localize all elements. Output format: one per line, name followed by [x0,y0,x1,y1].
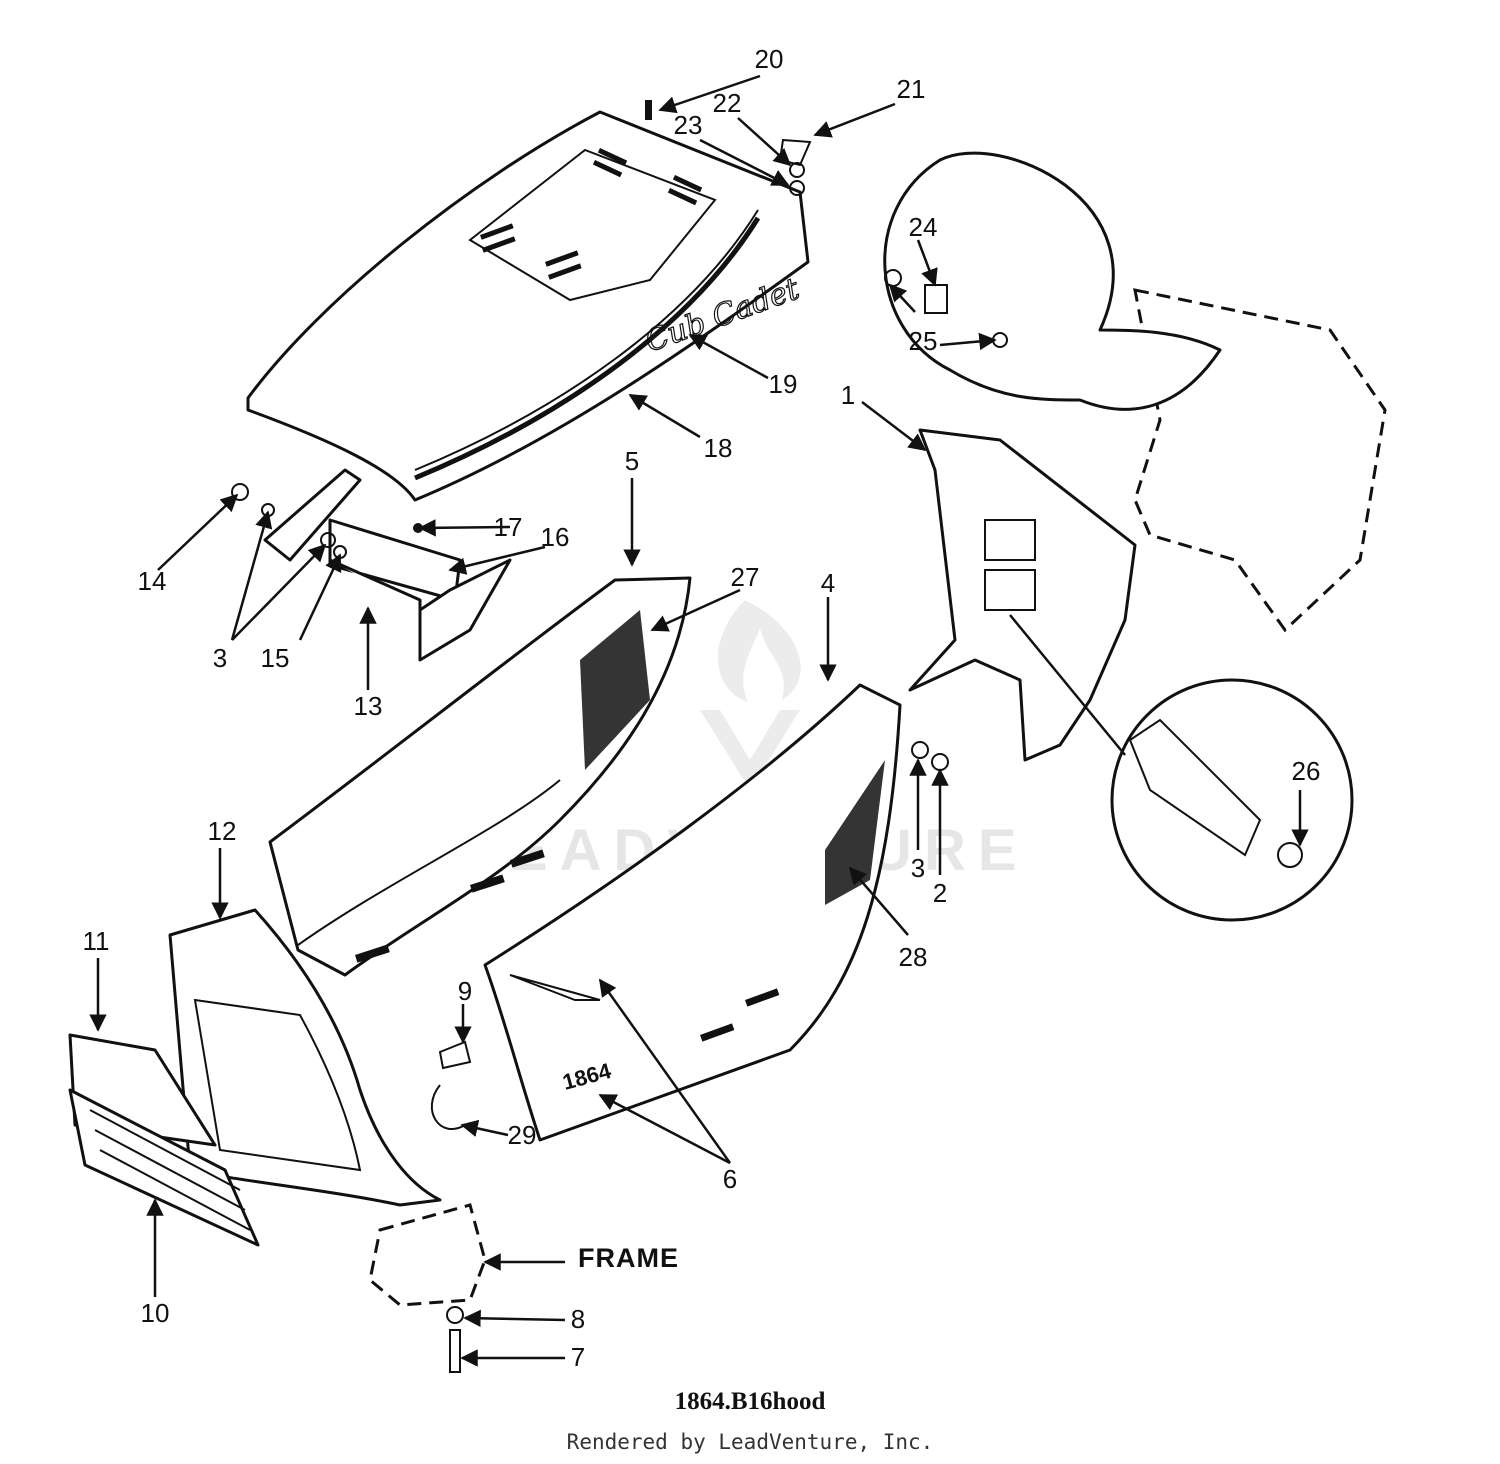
callout-4: 4 [821,568,835,598]
grille-frame [168,908,442,1207]
callout-22: 22 [713,88,742,118]
callout-11: 11 [83,926,110,956]
callout-20: 20 [755,44,784,74]
callout-24: 24 [909,212,938,242]
callout-18: 18 [704,433,733,463]
right-side-panel: 1864 [483,683,902,1142]
callout-3-left: 3 [213,643,227,673]
callout-14: 14 [138,566,167,596]
tractor-outline [1133,288,1387,633]
callout-17: 17 [494,512,523,542]
callout-23: 23 [674,110,703,140]
left-side-panel [268,576,692,977]
callout-15: 15 [261,643,290,673]
dash-panel [908,428,1137,762]
callout-9: 9 [458,976,472,1006]
callout-3-right: 3 [911,853,925,883]
callout-7: 7 [571,1342,585,1372]
callout-19: 19 [769,369,798,399]
callout-10: 10 [141,1298,170,1328]
grille [68,1033,260,1247]
callout-29: 29 [508,1120,537,1150]
callout-27: 27 [731,562,760,592]
callout-21: 21 [897,74,926,104]
leader-lines [89,74,1309,1367]
callout-13: 13 [354,691,383,721]
detail-bubble-latch [883,151,1222,411]
callout-8: 8 [571,1304,585,1334]
diagram-caption: 1864.B16hood [674,1388,826,1415]
hinge-bracket [263,468,512,662]
callout-1: 1 [841,380,855,410]
frame-outline [368,1203,487,1307]
frame-label: FRAME [578,1243,679,1273]
render-credit: Rendered by LeadVenture, Inc. [566,1430,934,1454]
callout-26: 26 [1292,756,1321,786]
callout-16: 16 [541,522,570,552]
callout-5: 5 [625,446,639,476]
callouts: 1 2 3 3 5 4 6 7 8 9 10 11 12 13 14 15 16… [83,44,1321,1372]
callout-6: 6 [723,1164,737,1194]
callout-25: 25 [909,326,938,356]
callout-12: 12 [208,816,237,846]
callout-28: 28 [899,942,928,972]
detail-bubble-bracket [1110,678,1354,922]
callout-2: 2 [933,878,947,908]
